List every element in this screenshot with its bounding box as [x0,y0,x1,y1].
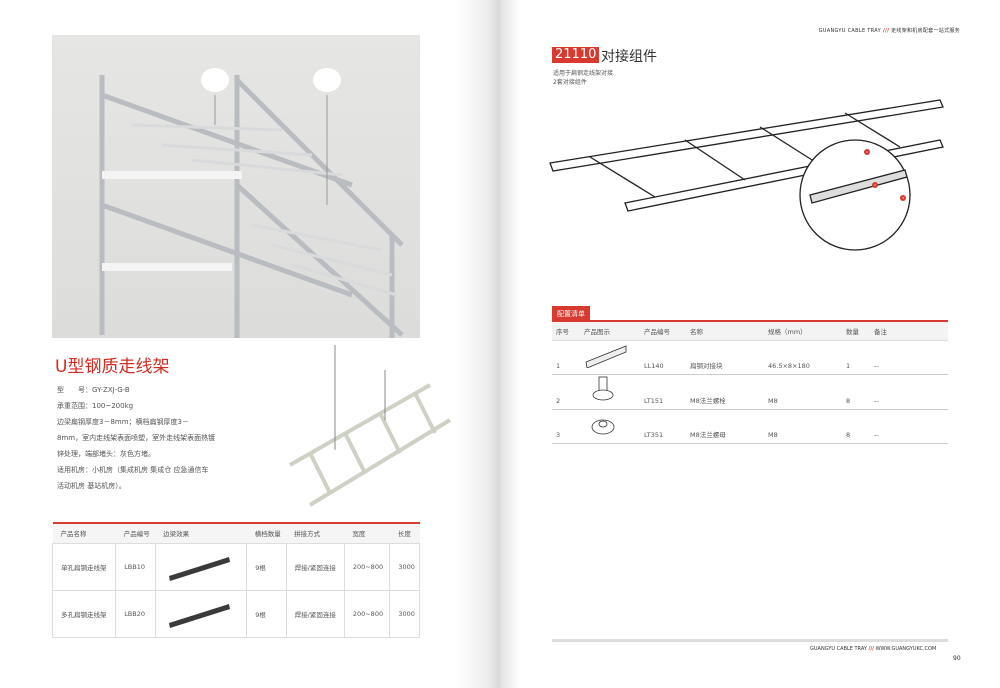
cable-rack-photo [99,68,404,338]
cell: 8 [842,409,870,444]
cell: 200~800 [343,542,391,591]
cell: LT151 [640,374,686,410]
cell: -- [870,340,948,375]
cell: 46.5×8×180 [764,340,842,375]
page-footer: GUANGYU CABLE TRAY /// WWW.GUANGYUKC.COM [810,646,936,652]
col-header: 序号 [552,322,580,341]
col-header: 名称 [686,322,764,341]
page-gutter [455,0,500,688]
divider [552,320,948,322]
cell: 9根 [246,542,287,591]
cell: 3 [552,409,580,444]
cell: LBB20 [115,589,156,638]
cell: 2 [552,374,580,410]
bolt-image [580,374,640,410]
cell: 单孔扁钢走线架 [51,542,117,591]
cell: 焊接/紧固连接 [285,589,345,638]
config-list-label: 配置清单 [552,306,590,322]
cell: 9根 [246,589,287,638]
col-header: 产品编号 [115,523,156,543]
col-header: 产品编号 [640,322,686,341]
col-header: 长度 [389,523,420,543]
cell: 焊接/紧固连接 [285,542,345,591]
cell: 200~800 [343,589,391,638]
callout-3: 3 [902,196,904,200]
spec-line: 承重范围：100~200kg [57,402,134,410]
brand: GUANGYU CABLE TRAY [818,28,881,34]
spec-line: 锌处理，端部堵头：灰色方堵。 [57,450,155,458]
brand: GUANGYU CABLE TRAY [810,646,867,652]
website: WWW.GUANGYUKC.COM [875,646,937,652]
footer-divider [552,639,948,642]
cell: LT351 [640,409,686,444]
subtitle: 适用于扁钢走线架对接 [553,70,614,77]
cell: LL140 [640,340,686,375]
product-code-badge: 21110 [552,47,600,63]
splice-plate-image [580,340,640,375]
beam-image [154,542,248,591]
cell: M8 [764,409,842,444]
cell: 多孔扁钢走线架 [51,589,117,638]
spec-line: 型 号：GY-ZXJ-G-B [57,386,130,394]
cell: -- [870,409,948,444]
col-header: 规格（mm） [764,322,842,341]
beam-image [154,589,248,638]
cell: 3000 [389,542,420,591]
cell: 1 [842,340,870,375]
cell: 3000 [389,589,420,638]
cell: 1 [552,340,580,375]
subtitle: 2套对接组件 [553,79,587,86]
callout-2: 2 [874,183,876,187]
col-header: 备注 [870,322,948,341]
nut-image [580,409,640,444]
product-title: U型钢质走线架 [55,357,170,377]
separator: /// [868,646,874,652]
page-header: GUANGYU CABLE TRAY /// 走线架和机房配套一站式服务 [819,27,960,34]
page-number: 90 [953,655,961,662]
spec-line: 适用机房：小机房（集成机房 集成仓 应急通信车 [57,466,209,474]
spec-line: 活动机房 基站机房）。 [57,482,126,490]
cell: 扁钢对接块 [686,340,764,375]
splice-assembly-drawing: 1 2 3 [549,99,944,251]
cell: -- [870,374,948,410]
cell: M8 [764,374,842,410]
callout-1: 1 [866,150,868,154]
cell: 8 [842,374,870,410]
col-header: 数量 [842,322,870,341]
col-header: 边梁效果 [155,523,247,543]
cell: LBB10 [115,542,156,591]
cell: M8法兰螺母 [686,409,764,444]
col-header: 产品名称 [52,523,116,543]
col-header: 横档数量 [246,523,287,543]
cell: M8法兰螺栓 [686,374,764,410]
col-header: 拼接方式 [286,523,345,543]
col-header: 宽度 [344,523,390,543]
separator: /// [882,28,890,34]
ladder-rack-drawing [289,345,452,507]
product-title: 对接组件 [601,49,657,65]
spec-line: 边梁扁钢厚度3－8mm；横档扁钢厚度3－ [57,418,189,426]
product-photo [52,35,420,338]
page-gutter [500,0,520,688]
col-header: 产品图示 [580,322,640,341]
tagline: 走线架和机房配套一站式服务 [891,28,960,34]
spec-line: 8mm，室内走线架表面喷塑，室外走线架表面热镀 [57,434,216,442]
